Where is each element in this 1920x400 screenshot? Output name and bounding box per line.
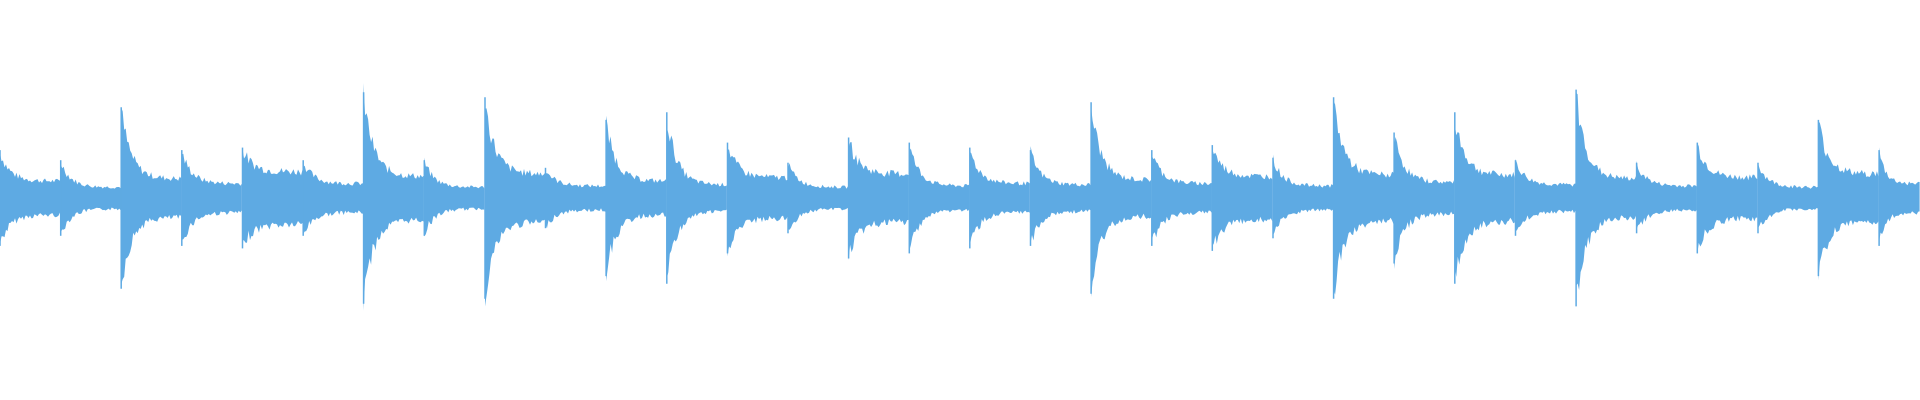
waveform-segment: [1879, 147, 1920, 242]
waveform-segment: [1515, 159, 1576, 232]
waveform-segment: [363, 83, 424, 311]
waveform-segment: [788, 163, 848, 230]
waveform-segment: [545, 173, 606, 229]
waveform-segment: [242, 148, 303, 243]
waveform-track: [0, 83, 1920, 311]
waveform-segment: [60, 163, 121, 233]
waveform-segment: [121, 107, 182, 285]
waveform-segment: [727, 149, 788, 257]
waveform-segment: [909, 148, 970, 251]
waveform-segment: [1273, 154, 1333, 236]
waveform-segment: [181, 153, 242, 240]
waveform-segment: [1576, 92, 1637, 291]
waveform-segment: [1030, 146, 1091, 244]
waveform-segment: [1758, 163, 1818, 229]
waveform-segment: [303, 165, 364, 234]
waveform-segment: [1091, 107, 1152, 297]
waveform-segment: [0, 152, 60, 245]
waveform-segment: [485, 108, 545, 307]
waveform-segment: [848, 142, 909, 261]
waveform-segment: [1151, 155, 1212, 242]
waveform-segment: [1697, 142, 1758, 254]
waveform-segment: [1636, 160, 1697, 230]
waveform-segment: [666, 127, 727, 279]
waveform-segment: [1818, 120, 1879, 281]
waveform-segment: [424, 157, 485, 237]
waveform-segment: [1333, 101, 1394, 295]
waveform-segment: [1212, 149, 1273, 247]
waveform-segment: [606, 115, 667, 282]
waveform-segment: [969, 151, 1030, 247]
waveform-segment: [1454, 124, 1515, 277]
waveform-segment: [1394, 137, 1455, 269]
